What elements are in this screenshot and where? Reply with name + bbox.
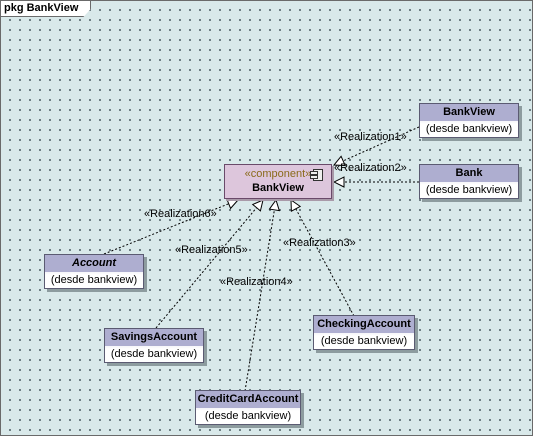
class-origin: (desde bankview) [425, 184, 513, 196]
realization-3-label: «Realization3» [283, 237, 356, 249]
class-bankview[interactable]: BankView (desde bankview) [419, 103, 519, 138]
class-origin: (desde bankview) [50, 274, 138, 286]
class-origin: (desde bankview) [110, 348, 198, 360]
realization-6-label: «Realization6» [144, 208, 217, 220]
class-savingsaccount[interactable]: SavingsAccount (desde bankview) [104, 328, 204, 363]
realization-5-label: «Realization5» [175, 244, 248, 256]
class-origin: (desde bankview) [204, 410, 292, 422]
component-stereotype: «component» [244, 168, 312, 180]
package-tab: pkg BankView [1, 1, 91, 17]
class-origin: (desde bankview) [320, 335, 408, 347]
class-name: CheckingAccount [314, 316, 414, 333]
component-icon [310, 169, 323, 181]
realization-4-line[interactable] [244, 200, 276, 392]
bankview-component[interactable]: «component» BankView [224, 164, 332, 199]
realization-4-label: «Realization4» [220, 276, 293, 288]
realization-1-label: «Realization1» [334, 131, 407, 143]
realization-6-line[interactable] [103, 200, 238, 255]
class-name: Account [45, 255, 143, 272]
class-checkingaccount[interactable]: CheckingAccount (desde bankview) [313, 315, 415, 350]
class-name: SavingsAccount [105, 329, 203, 346]
class-origin: (desde bankview) [425, 123, 513, 135]
class-account[interactable]: Account (desde bankview) [44, 254, 144, 289]
class-name: Bank [420, 165, 518, 182]
class-name: CreditCardAccount [196, 391, 300, 408]
class-name: BankView [420, 104, 518, 121]
component-name: BankView [252, 182, 304, 194]
class-bank[interactable]: Bank (desde bankview) [419, 164, 519, 199]
realization-2-label: «Realization2» [334, 162, 407, 174]
realization-1-line[interactable] [334, 126, 420, 165]
realization-3-line[interactable] [291, 200, 355, 317]
class-creditcardaccount[interactable]: CreditCardAccount (desde bankview) [195, 390, 301, 425]
